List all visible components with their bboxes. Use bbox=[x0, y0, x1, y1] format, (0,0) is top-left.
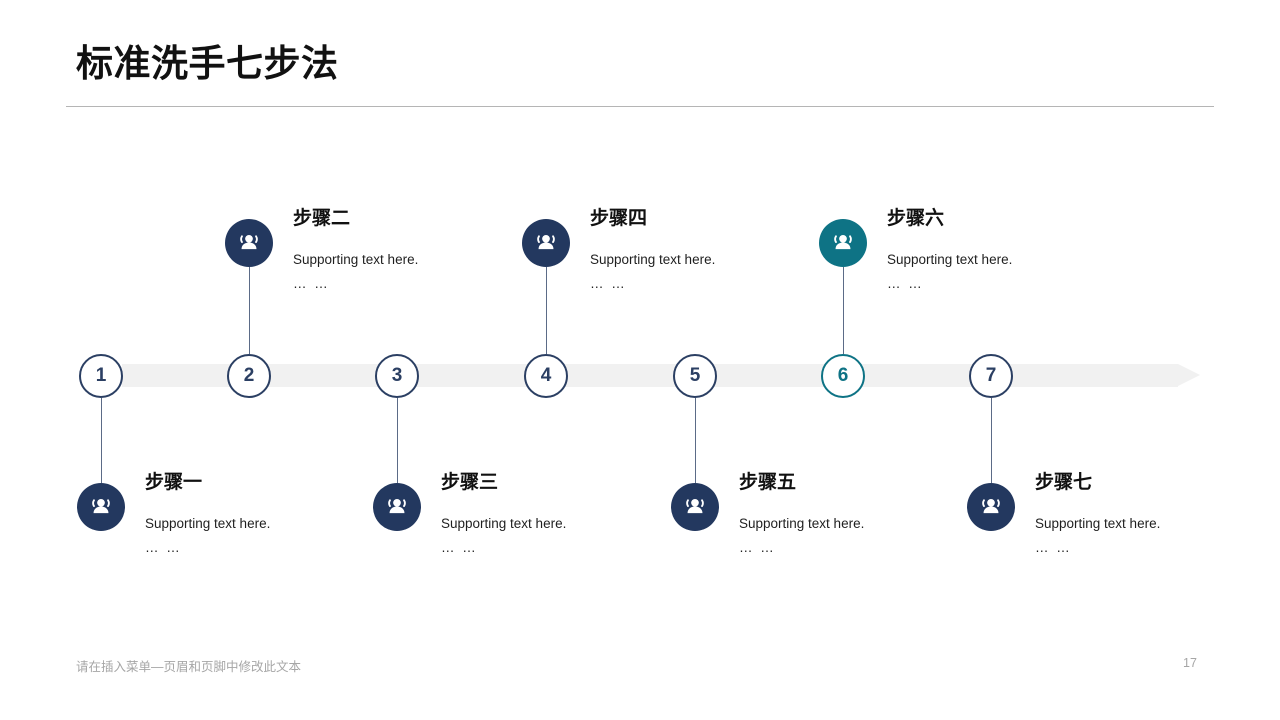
timeline-node-2[interactable]: 2 bbox=[227, 354, 271, 398]
timeline-node-6[interactable]: 6 bbox=[821, 354, 865, 398]
step-support-text-5: Supporting text here. bbox=[739, 515, 865, 531]
step-text-block-1: 步骤一 Supporting text here. … … bbox=[145, 472, 270, 557]
step-support-text-3: Supporting text here. bbox=[441, 515, 567, 531]
timeline-node-number: 5 bbox=[689, 365, 701, 386]
timeline-bar bbox=[122, 364, 1200, 387]
step-text-block-5: 步骤五 Supporting text here. … … bbox=[739, 472, 864, 557]
step-text-block-3: 步骤三 Supporting text here. … … bbox=[441, 472, 566, 557]
step-support-text-2: Supporting text here. bbox=[293, 251, 419, 267]
step-connector-line bbox=[546, 267, 547, 354]
step-heading-6: 步骤六 bbox=[887, 208, 945, 229]
step-ellipsis-7: … … bbox=[1035, 540, 1072, 556]
timeline-arrow-icon bbox=[1178, 364, 1200, 386]
step-icon-circle-4[interactable] bbox=[522, 219, 570, 267]
step-icon-circle-7[interactable] bbox=[967, 483, 1015, 531]
timeline-node-number: 4 bbox=[540, 365, 552, 386]
step-text-block-6: 步骤六 Supporting text here. … … bbox=[887, 208, 1012, 293]
people-group-icon bbox=[537, 234, 555, 250]
step-heading-5: 步骤五 bbox=[739, 472, 797, 493]
step-icon-circle-6[interactable] bbox=[819, 219, 867, 267]
timeline-node-7[interactable]: 7 bbox=[969, 354, 1013, 398]
step-support-text-6: Supporting text here. bbox=[887, 251, 1013, 267]
step-text-block-4: 步骤四 Supporting text here. … … bbox=[590, 208, 715, 293]
step-icon-circle-5[interactable] bbox=[671, 483, 719, 531]
people-group-icon bbox=[92, 498, 110, 514]
step-heading-7: 步骤七 bbox=[1035, 472, 1093, 493]
step-icon-circle-3[interactable] bbox=[373, 483, 421, 531]
footer-note: 请在插入菜单—页眉和页脚中修改此文本 bbox=[76, 660, 302, 674]
people-group-icon bbox=[388, 498, 406, 514]
step-connector-line bbox=[991, 398, 992, 483]
step-connector-line bbox=[695, 398, 696, 483]
step-ellipsis-2: … … bbox=[293, 276, 330, 292]
step-icon-circle-2[interactable] bbox=[225, 219, 273, 267]
step-heading-4: 步骤四 bbox=[590, 208, 648, 229]
step-heading-3: 步骤三 bbox=[441, 472, 499, 493]
step-ellipsis-3: … … bbox=[441, 540, 478, 556]
step-connector-line bbox=[397, 398, 398, 483]
timeline-node-number: 6 bbox=[837, 365, 849, 386]
timeline-node-3[interactable]: 3 bbox=[375, 354, 419, 398]
step-heading-1: 步骤一 bbox=[145, 472, 203, 493]
step-ellipsis-6: … … bbox=[887, 276, 924, 292]
timeline-node-1[interactable]: 1 bbox=[79, 354, 123, 398]
timeline-node-number: 1 bbox=[95, 365, 107, 386]
step-support-text-4: Supporting text here. bbox=[590, 251, 716, 267]
people-group-icon bbox=[240, 234, 258, 250]
timeline-node-5[interactable]: 5 bbox=[673, 354, 717, 398]
timeline-node-4[interactable]: 4 bbox=[524, 354, 568, 398]
step-connector-line bbox=[843, 267, 844, 354]
page-number: 17 bbox=[1183, 656, 1197, 670]
timeline-node-number: 3 bbox=[391, 365, 403, 386]
timeline-node-number: 2 bbox=[243, 365, 255, 386]
step-support-text-7: Supporting text here. bbox=[1035, 515, 1161, 531]
timeline-node-number: 7 bbox=[985, 365, 997, 386]
step-text-block-7: 步骤七 Supporting text here. … … bbox=[1035, 472, 1160, 557]
step-connector-line bbox=[249, 267, 250, 354]
page-title: 标准洗手七步法 bbox=[76, 43, 339, 84]
step-connector-line bbox=[101, 398, 102, 483]
step-ellipsis-4: … … bbox=[590, 276, 627, 292]
people-group-icon bbox=[834, 234, 852, 250]
people-group-icon bbox=[982, 498, 1000, 514]
step-text-block-2: 步骤二 Supporting text here. … … bbox=[293, 208, 418, 293]
step-support-text-1: Supporting text here. bbox=[145, 515, 271, 531]
step-ellipsis-1: … … bbox=[145, 540, 182, 556]
timeline-bar-body bbox=[122, 364, 1178, 387]
step-ellipsis-5: … … bbox=[739, 540, 776, 556]
people-group-icon bbox=[686, 498, 704, 514]
step-heading-2: 步骤二 bbox=[293, 208, 351, 229]
step-icon-circle-1[interactable] bbox=[77, 483, 125, 531]
title-divider bbox=[66, 106, 1214, 107]
